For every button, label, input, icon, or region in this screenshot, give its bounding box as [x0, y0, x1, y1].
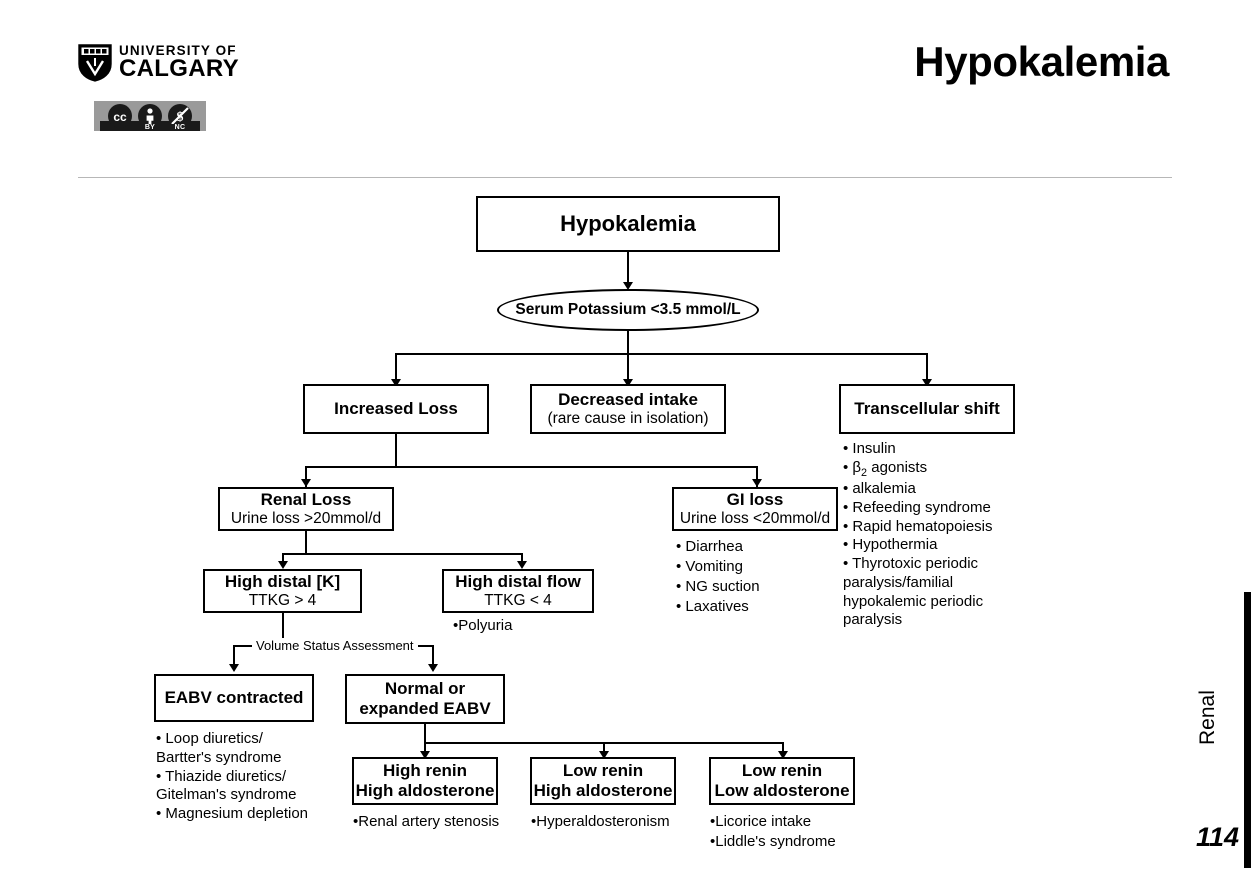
edge-marker-bar: [1244, 592, 1251, 868]
node-high-renin-high-aldosterone[interactable]: High renin High aldosterone: [352, 757, 498, 805]
list-high-renin-causes: •Renal artery stenosis: [353, 813, 500, 830]
connector-renal-loss-stem: [305, 531, 307, 553]
node-serum-potassium-label: Serum Potassium <3.5 mmol/L: [515, 301, 741, 318]
list-transcellular-shift-causes: • Insulin • β2 agonists • alkalemia • Re…: [843, 440, 993, 629]
node-hypokalemia-root-label: Hypokalemia: [560, 211, 696, 237]
header-divider: [78, 177, 1172, 178]
node-renal-loss-title: Renal Loss: [260, 489, 352, 509]
cc-nc-label: NC: [167, 124, 193, 131]
connector-eabv-stem: [424, 724, 426, 742]
node-eabv-contracted-label: EABV contracted: [164, 687, 304, 707]
node-increased-loss[interactable]: Increased Loss: [303, 384, 489, 434]
arrowhead-renal-loss: [301, 479, 311, 487]
node-decreased-intake-sub: (rare cause in isolation): [547, 409, 709, 427]
node-transcellular-shift[interactable]: Transcellular shift: [839, 384, 1015, 434]
list-low-renin-low-aldo-causes: •Licorice intake •Liddle's syndrome: [710, 813, 836, 850]
university-wordmark: UNIVERSITY OF CALGARY: [119, 43, 239, 83]
connector-to-normal-expanded-eabv: [432, 645, 434, 667]
node-high-distal-flow[interactable]: High distal flow TTKG < 4: [442, 569, 594, 613]
node-decreased-intake-title: Decreased intake: [558, 389, 698, 409]
connector-to-transcellular-shift: [926, 353, 928, 381]
node-normal-expanded-eabv-line1: Normal or: [384, 678, 466, 698]
node-high-distal-k-sub: TTKG > 4: [248, 591, 317, 609]
node-high-renin-line2: High aldosterone: [355, 781, 495, 800]
arrowhead-eabv-contracted: [229, 664, 239, 672]
node-renal-loss[interactable]: Renal Loss Urine loss >20mmol/d: [218, 487, 394, 531]
svg-text:cc: cc: [113, 110, 127, 124]
arrowhead-increased-loss: [391, 379, 401, 387]
arrowhead-transcellular-shift: [922, 379, 932, 387]
connector-high-distal-k-stem: [282, 613, 284, 645]
connector-criterion-stem: [627, 331, 629, 353]
node-high-distal-flow-title: High distal flow: [455, 571, 581, 591]
node-low-renin-high-aldosterone[interactable]: Low renin High aldosterone: [530, 757, 676, 805]
node-low-renin-high-aldo-line2: High aldosterone: [533, 781, 673, 800]
arrowhead-criterion: [623, 282, 633, 290]
university-line1: UNIVERSITY OF: [119, 43, 237, 59]
node-transcellular-shift-label: Transcellular shift: [854, 398, 1000, 418]
connector-to-low-renin-low-aldo: [782, 742, 784, 756]
node-high-distal-k[interactable]: High distal [K] TTKG > 4: [203, 569, 362, 613]
node-hypokalemia-root[interactable]: Hypokalemia: [476, 196, 780, 252]
creative-commons-badge: cc BY $ NC: [94, 101, 206, 131]
cc-logo-icon: cc: [107, 103, 133, 129]
connector-to-gi-loss: [756, 466, 758, 488]
university-line2: CALGARY: [119, 55, 239, 83]
node-normal-expanded-eabv[interactable]: Normal or expanded EABV: [345, 674, 505, 724]
node-high-distal-flow-sub: TTKG < 4: [484, 591, 552, 609]
list-low-renin-high-aldo-causes: •Hyperaldosteronism: [531, 813, 670, 830]
connector-to-eabv-contracted: [233, 645, 235, 667]
page-title: Hypokalemia: [914, 38, 1169, 85]
list-eabv-contracted-causes: • Loop diuretics/ Bartter's syndrome • T…: [156, 730, 309, 822]
page-number: 114: [1196, 822, 1240, 852]
connector-loss-bus: [306, 466, 758, 468]
connector-to-high-renin: [424, 742, 426, 756]
node-decreased-intake[interactable]: Decreased intake (rare cause in isolatio…: [530, 384, 726, 434]
cc-by-label: BY: [137, 124, 163, 131]
section-label: Renal: [1196, 690, 1219, 745]
connector-to-decreased-intake: [627, 353, 629, 381]
node-low-renin-low-aldo-line2: Low aldosterone: [714, 781, 850, 800]
arrowhead-high-distal-k: [278, 561, 288, 569]
arrowhead-high-distal-flow: [517, 561, 527, 569]
connector-branch-bus: [396, 353, 927, 355]
list-high-distal-flow-causes: •Polyuria: [453, 617, 513, 634]
connector-to-renal-loss: [305, 466, 307, 488]
connector-to-high-distal-flow: [521, 553, 523, 567]
node-low-renin-high-aldo-line1: Low renin: [562, 760, 644, 780]
arrowhead-decreased-intake: [623, 379, 633, 387]
node-high-distal-k-title: High distal [K]: [224, 571, 341, 591]
node-renal-loss-sub: Urine loss >20mmol/d: [230, 509, 382, 527]
list-gi-loss-causes: • Diarrhea • Vomiting • NG suction • Lax…: [676, 538, 760, 615]
connector-root-to-criterion: [627, 252, 629, 284]
node-gi-loss-sub: Urine loss <20mmol/d: [679, 509, 831, 527]
label-volume-status-assessment: Volume Status Assessment: [252, 638, 418, 653]
node-low-renin-low-aldo-line1: Low renin: [741, 760, 823, 780]
arrowhead-normal-expanded-eabv: [428, 664, 438, 672]
node-low-renin-low-aldosterone[interactable]: Low renin Low aldosterone: [709, 757, 855, 805]
cc-attribution-icon: BY: [137, 103, 163, 131]
connector-to-increased-loss: [395, 353, 397, 381]
connector-to-low-renin-high-aldo: [603, 742, 605, 756]
arrowhead-low-renin-low-aldo: [778, 751, 788, 759]
connector-to-high-distal-k: [282, 553, 284, 567]
node-high-renin-line1: High renin: [382, 760, 468, 780]
arrowhead-high-renin: [420, 751, 430, 759]
arrowhead-low-renin-high-aldo: [599, 751, 609, 759]
connector-increased-loss-stem: [395, 434, 397, 466]
node-normal-expanded-eabv-line2: expanded EABV: [359, 699, 491, 718]
arrowhead-gi-loss: [752, 479, 762, 487]
calgary-shield-icon: [78, 44, 112, 82]
node-increased-loss-label: Increased Loss: [334, 398, 458, 418]
cc-noncommercial-icon: $ NC: [167, 103, 193, 131]
node-eabv-contracted[interactable]: EABV contracted: [154, 674, 314, 722]
node-serum-potassium-criterion[interactable]: Serum Potassium <3.5 mmol/L: [497, 289, 759, 331]
node-gi-loss-title: GI loss: [726, 489, 784, 509]
university-logo: UNIVERSITY OF CALGARY: [78, 44, 239, 82]
node-gi-loss[interactable]: GI loss Urine loss <20mmol/d: [672, 487, 838, 531]
connector-distal-bus: [283, 553, 523, 555]
